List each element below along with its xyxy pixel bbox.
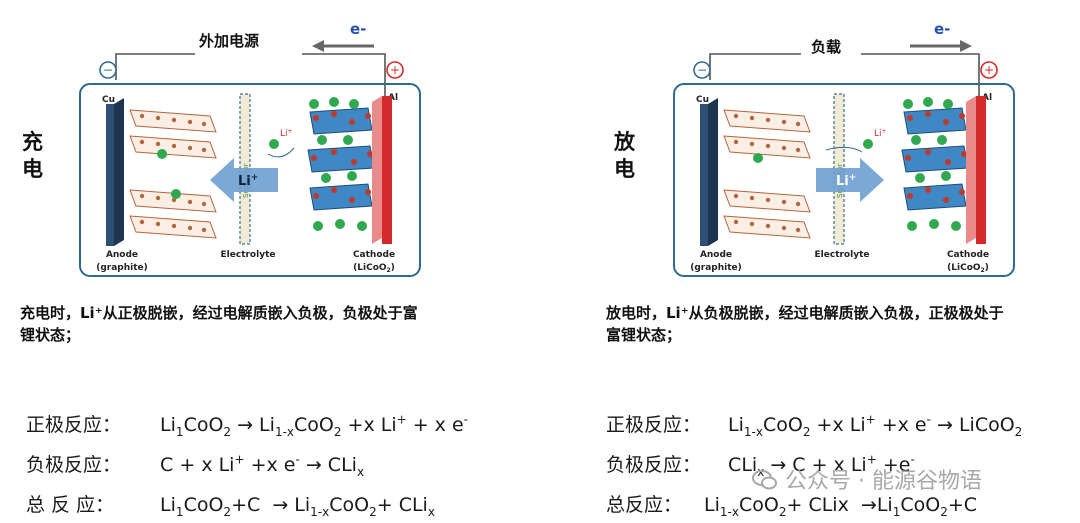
cathode-plate <box>976 96 986 244</box>
side-label-char-1: 放 <box>614 130 635 154</box>
charge-diagram-svg: 外加电源 e- − + Cu Separator <box>79 20 421 277</box>
caption-line-1: 放电时，Li⁺从负极脱嵌，经过电解质嵌入负极，正极极处于 <box>606 304 1004 322</box>
wire-left <box>709 53 801 80</box>
discharge-diagram-svg: 负载 e- − + Cu Separator Li+ Li+ <box>673 20 1015 277</box>
cell-frame <box>79 83 421 277</box>
reaction-label: 正极反应： <box>606 414 702 436</box>
li-ion-arrow-label: Li+ <box>238 173 258 189</box>
reaction-label: 正极反应： <box>26 414 122 436</box>
li-ion-arrow-label: Li+ <box>836 173 856 189</box>
charge-diagram: 外加电源 e- − + Cu Separator <box>72 12 427 294</box>
discharge-diagram: 负载 e- − + Cu Separator Li+ Li+ <box>666 12 1021 294</box>
side-label-char-2: 电 <box>614 157 635 181</box>
reaction-equation: Li1CoO2+C → Li1-xCoO2+ CLix <box>160 494 435 519</box>
plus-sign: + <box>984 63 994 77</box>
left-negative-reaction: 负极反应： C + x Li+ +x e- → CLix <box>26 450 364 479</box>
lithium-ion-icon <box>171 189 181 199</box>
li-small-label: Li+ <box>280 128 293 139</box>
cell-frame <box>673 83 1015 277</box>
li-ion-arrow <box>210 158 278 202</box>
discharge-caption: 放电时，Li⁺从负极脱嵌，经过电解质嵌入负极，正极极处于 富锂状态； <box>606 302 1076 346</box>
graphite-layers <box>723 109 811 239</box>
electron-label: e- <box>934 20 950 38</box>
anode-plate <box>700 104 708 246</box>
al-label: Al <box>388 93 398 103</box>
plus-terminal-icon <box>980 61 998 79</box>
curved-arrow <box>267 147 295 158</box>
caption-line-2: 富锂状态； <box>606 326 682 344</box>
cathode-side <box>372 96 382 244</box>
right-positive-reaction: 正极反应： Li1-xCoO2 +x Li+ +x e- → LiCoO2 <box>606 410 1022 439</box>
reaction-equation: Li1-xCoO2+ CLix →Li1CoO2+C <box>704 494 978 519</box>
li-ion-arrow <box>816 158 884 202</box>
caption-line-2: 锂状态； <box>20 326 81 344</box>
cathode-crystal <box>307 97 375 231</box>
minus-terminal-icon <box>693 61 711 79</box>
electron-label: e- <box>350 20 366 38</box>
cathode-sub-label: (LiCoO2) <box>353 263 395 274</box>
minus-sign: − <box>697 63 707 77</box>
lithium-ion-icon <box>269 139 279 149</box>
reaction-label: 总 反 应： <box>26 494 115 516</box>
cathode-crystal <box>901 97 969 231</box>
anode-plate <box>106 104 114 246</box>
graphite-atoms <box>139 113 207 233</box>
reaction-equation: CLix → C + x Li+ +e- <box>728 452 915 479</box>
wire-right <box>861 53 980 96</box>
reaction-equation: C + x Li+ +x e- → CLix <box>160 452 365 479</box>
lithium-ion-icon <box>157 149 167 159</box>
cathode-plate <box>382 96 392 244</box>
right-total-reaction: 总反应： Li1-xCoO2+ CLix →Li1CoO2+C <box>606 490 977 519</box>
plus-sign: + <box>390 63 400 77</box>
plus-terminal-icon <box>386 61 404 79</box>
left-positive-reaction: 正极反应： Li1CoO2 → Li1-xCoO2 +x Li+ + x e- <box>26 410 468 439</box>
lithium-ion-icon <box>753 153 763 163</box>
caption-line-1: 充电时，Li⁺从正极脱嵌，经过电解质嵌入负极，负极处于富 <box>20 304 418 322</box>
graphite-atoms <box>733 113 801 233</box>
side-label-char-1: 充 <box>22 130 43 154</box>
reaction-equation: Li1-xCoO2 +x Li+ +x e- → LiCoO2 <box>728 412 1023 439</box>
cu-label: Cu <box>102 95 115 105</box>
discharge-side-label: 放 电 <box>614 129 642 183</box>
cathode-side <box>966 96 976 244</box>
cu-label: Cu <box>696 95 709 105</box>
electron-arrow-head <box>960 40 972 52</box>
load-label: 负载 <box>811 38 841 56</box>
anode-sub-label: (graphite) <box>690 263 742 273</box>
curved-arrow <box>825 146 863 153</box>
anode-label: Anode <box>106 250 138 260</box>
reaction-equation: Li1CoO2 → Li1-xCoO2 +x Li+ + x e- <box>160 412 469 439</box>
graphite-layers <box>129 109 217 239</box>
li-small-label: Li+ <box>874 128 887 139</box>
cathode-label: Cathode <box>353 250 395 260</box>
reaction-label: 负极反应： <box>606 454 702 476</box>
power-source-label: 外加电源 <box>198 32 259 50</box>
reaction-label: 总反应： <box>606 494 683 516</box>
lithium-ion-icon <box>863 139 873 149</box>
anode-side <box>114 98 124 246</box>
electrolyte-label: Electrolyte <box>815 250 870 260</box>
reaction-label: 负极反应： <box>26 454 122 476</box>
anode-side <box>708 98 718 246</box>
electron-arrow-head <box>312 40 324 52</box>
anode-label: Anode <box>700 250 732 260</box>
right-negative-reaction: 负极反应： CLix → C + x Li+ +e- <box>606 450 915 479</box>
al-label: Al <box>982 93 992 103</box>
charge-caption: 充电时，Li⁺从正极脱嵌，经过电解质嵌入负极，负极处于富 锂状态； <box>20 302 500 346</box>
charge-side-label: 充 电 <box>22 129 50 183</box>
anode-sub-label: (graphite) <box>96 263 148 273</box>
cathode-sub-label: (LiCoO2) <box>947 263 989 274</box>
cathode-label: Cathode <box>947 250 989 260</box>
side-label-char-2: 电 <box>22 157 43 181</box>
left-total-reaction: 总 反 应： Li1CoO2+C → Li1-xCoO2+ CLix <box>26 490 435 519</box>
wire-right <box>302 53 386 96</box>
wire-left <box>115 53 195 80</box>
minus-terminal-icon <box>99 61 117 79</box>
wechat-icon <box>752 469 778 491</box>
watermark-text: 公众号 · 能源谷物语 <box>785 469 982 494</box>
electrolyte-label: Electrolyte <box>221 250 276 260</box>
watermark: 公众号 · 能源谷物语 <box>752 463 982 495</box>
minus-sign: − <box>103 63 113 77</box>
